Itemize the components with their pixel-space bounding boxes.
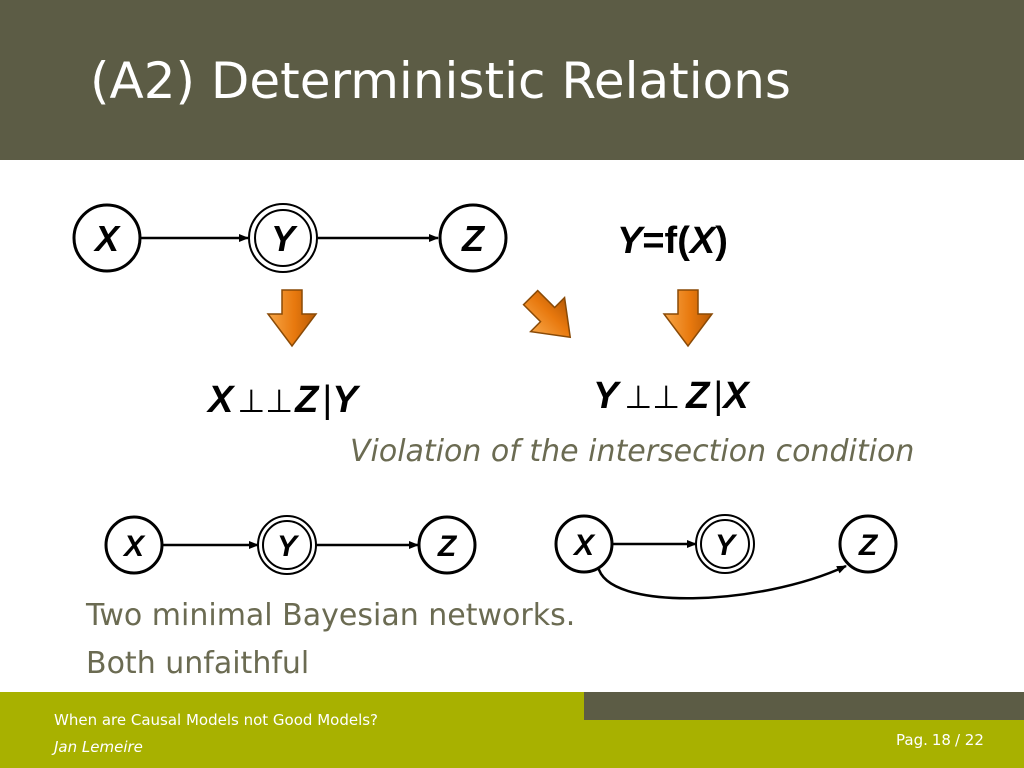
node-y-label: Y: [277, 530, 300, 563]
bottom-right-network: X Y Z: [554, 514, 898, 600]
down-arrow-icon: [662, 289, 714, 348]
indep-left-c: Y: [332, 379, 361, 421]
indep-left-a: X: [206, 379, 236, 421]
indep-right-bar: |: [713, 375, 723, 417]
violation-note: Violation of the intersection condition: [350, 434, 915, 469]
node-x: X: [104, 515, 164, 575]
node-z: Z: [438, 203, 508, 273]
node-x-label: X: [93, 218, 121, 259]
node-z: Z: [417, 515, 477, 575]
node-x-label: X: [572, 529, 596, 562]
eq-f: =f(: [642, 220, 690, 262]
indep-left-bar: |: [322, 379, 332, 421]
body-line-unfaithful: Both unfaithful: [86, 646, 310, 681]
indep-left-b: Z: [294, 379, 320, 421]
function-equation: Y=f(X): [617, 220, 728, 262]
page-number: Pag.18/ 22: [896, 731, 988, 749]
diagonal-arrow-icon: [522, 289, 572, 339]
edge-x-z: [596, 564, 847, 600]
node-z-label: Z: [461, 218, 486, 259]
down-arrow-icon: [266, 289, 318, 348]
independence-right: Y⊥⊥Z|X: [593, 375, 751, 417]
indep-right-b: Z: [685, 375, 711, 417]
node-y: Y: [248, 203, 318, 273]
slide-header: (A2) Deterministic Relations: [0, 0, 1024, 160]
top-chain: X Y Z: [72, 203, 508, 273]
node-z: Z: [838, 514, 898, 574]
node-y: Y: [695, 514, 755, 574]
eq-y: Y: [617, 220, 646, 262]
node-y-label: Y: [715, 529, 738, 562]
indep-right-symbol: ⊥⊥: [624, 379, 680, 415]
indep-left-symbol: ⊥⊥: [237, 383, 293, 419]
indep-right-a: Y: [593, 375, 622, 417]
footer-talk-title: When are Causal Models not Good Models?: [54, 711, 379, 729]
diagram-area: X Y Z Y=f(X) X⊥⊥Z|Y Y⊥⊥Z|X X: [72, 203, 898, 600]
footer-accent-bar: [584, 692, 1024, 720]
node-z-label: Z: [858, 529, 879, 562]
node-x: X: [72, 203, 142, 273]
page-current: 18: [931, 731, 951, 749]
node-x-label: X: [122, 530, 146, 563]
independence-left: X⊥⊥Z|Y: [206, 379, 361, 421]
eq-x: X: [688, 220, 718, 262]
footer-author: Jan Lemeire: [54, 738, 143, 756]
eq-close: ): [715, 220, 728, 262]
slide-title: (A2) Deterministic Relations: [90, 52, 791, 110]
node-z-label: Z: [437, 530, 458, 563]
node-y-label: Y: [271, 218, 298, 259]
page-prefix: Pag.: [896, 731, 928, 749]
node-x: X: [554, 514, 614, 574]
bottom-left-network: X Y Z: [104, 515, 477, 575]
node-y: Y: [257, 515, 317, 575]
body-line-networks: Two minimal Bayesian networks.: [86, 598, 576, 633]
page-total: / 22: [954, 731, 984, 749]
indep-right-c: X: [721, 375, 751, 417]
